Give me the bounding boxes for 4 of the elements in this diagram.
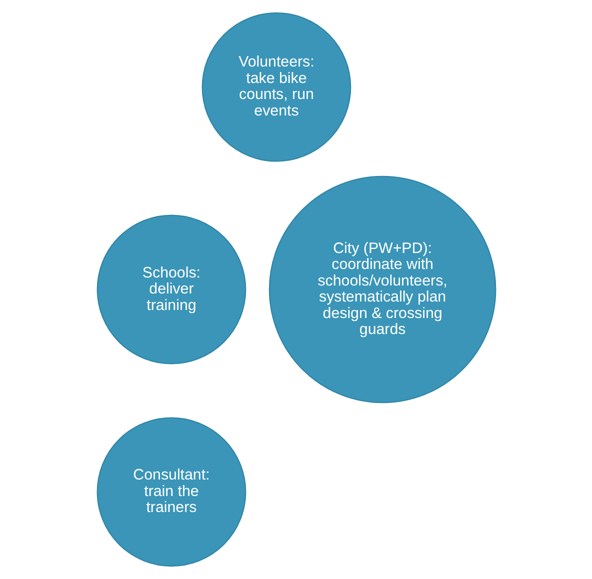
node-circle: Schools: deliver training [96, 214, 246, 364]
node-circle: Volunteers: take bike counts, run events [201, 12, 351, 162]
node-circle: Consultant: train the trainers [96, 417, 246, 567]
node-circle: City (PW+PD): coordinate with schools/volunteers, systematically plan design & crossing guards [268, 176, 496, 404]
